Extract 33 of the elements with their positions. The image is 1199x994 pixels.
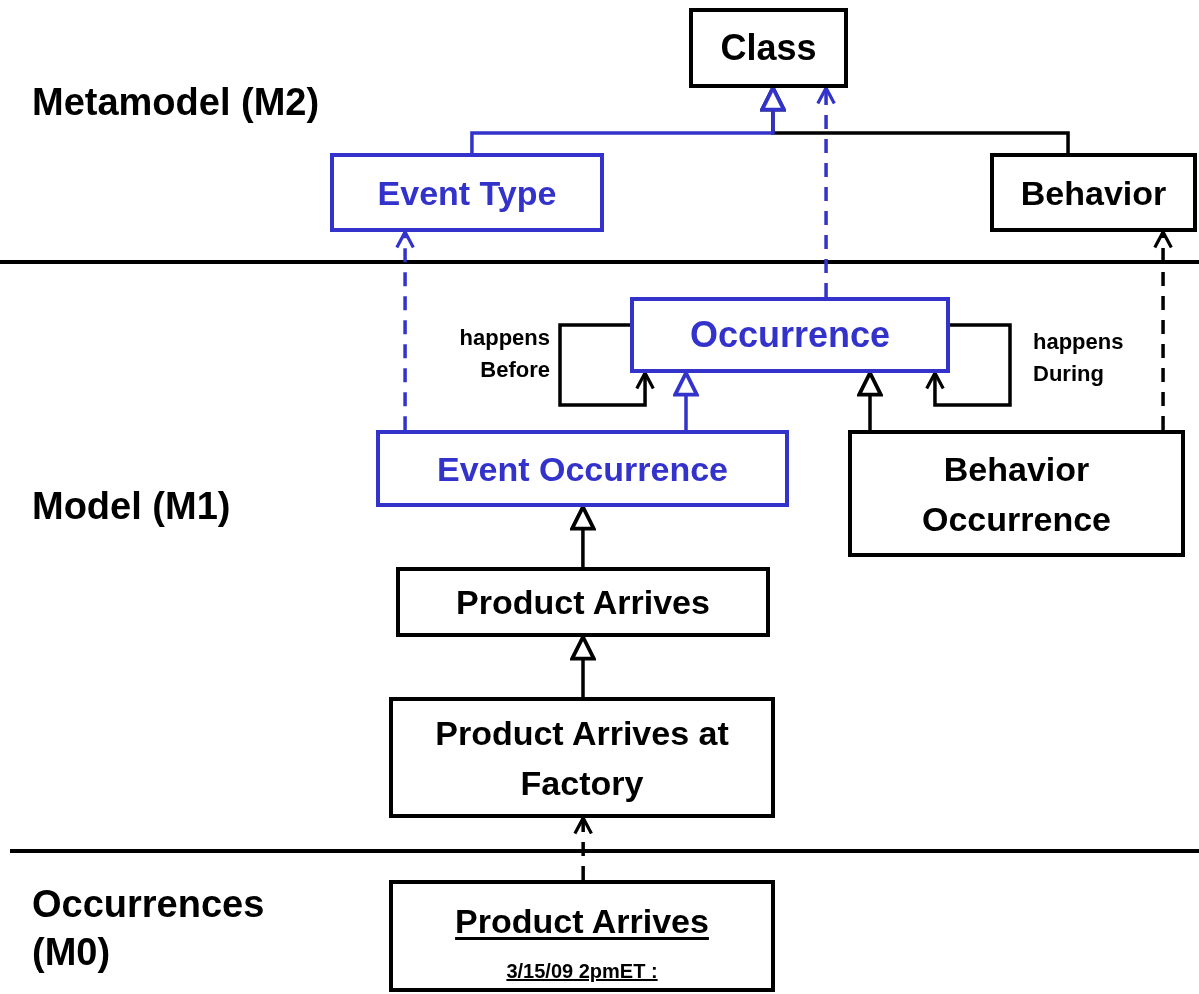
level-label: Model (M1) xyxy=(32,484,232,529)
dashed-arrow xyxy=(395,230,415,432)
class-name: Event Type xyxy=(377,172,557,214)
class-box xyxy=(330,153,604,232)
class-box xyxy=(990,153,1197,232)
class-name: Class xyxy=(720,26,817,70)
level-label: Metamodel (M2) xyxy=(32,80,321,125)
class-name: Behavior xyxy=(1020,172,1167,214)
class-name: Event Occurrence xyxy=(437,448,728,490)
class-box xyxy=(389,697,775,818)
arrow xyxy=(570,505,596,569)
arrow xyxy=(558,323,655,407)
class-box xyxy=(376,430,789,507)
arrow xyxy=(857,371,883,432)
instance-box xyxy=(389,880,775,992)
class-name: Product Arrives xyxy=(456,582,710,623)
arrow xyxy=(470,86,786,153)
arrow xyxy=(570,635,596,699)
class-box xyxy=(396,567,770,637)
instance-timestamp: 3/15/09 2pmET : xyxy=(506,959,658,984)
arrow xyxy=(925,323,1012,407)
class-box xyxy=(689,8,848,88)
level-label: Occurrences (M0) xyxy=(32,882,266,975)
arrow xyxy=(673,371,699,432)
dashed-arrow xyxy=(573,816,593,880)
class-name: Behavior Occurrence xyxy=(921,448,1112,540)
dashed-arrow xyxy=(816,86,836,299)
instance-name: Product Arrives xyxy=(455,901,709,942)
class-box xyxy=(630,297,950,373)
class-name: Occurrence xyxy=(689,313,891,357)
dashed-arrow xyxy=(1153,230,1173,432)
class-name: Product Arrives at Factory xyxy=(434,712,730,804)
class-box xyxy=(848,430,1185,557)
